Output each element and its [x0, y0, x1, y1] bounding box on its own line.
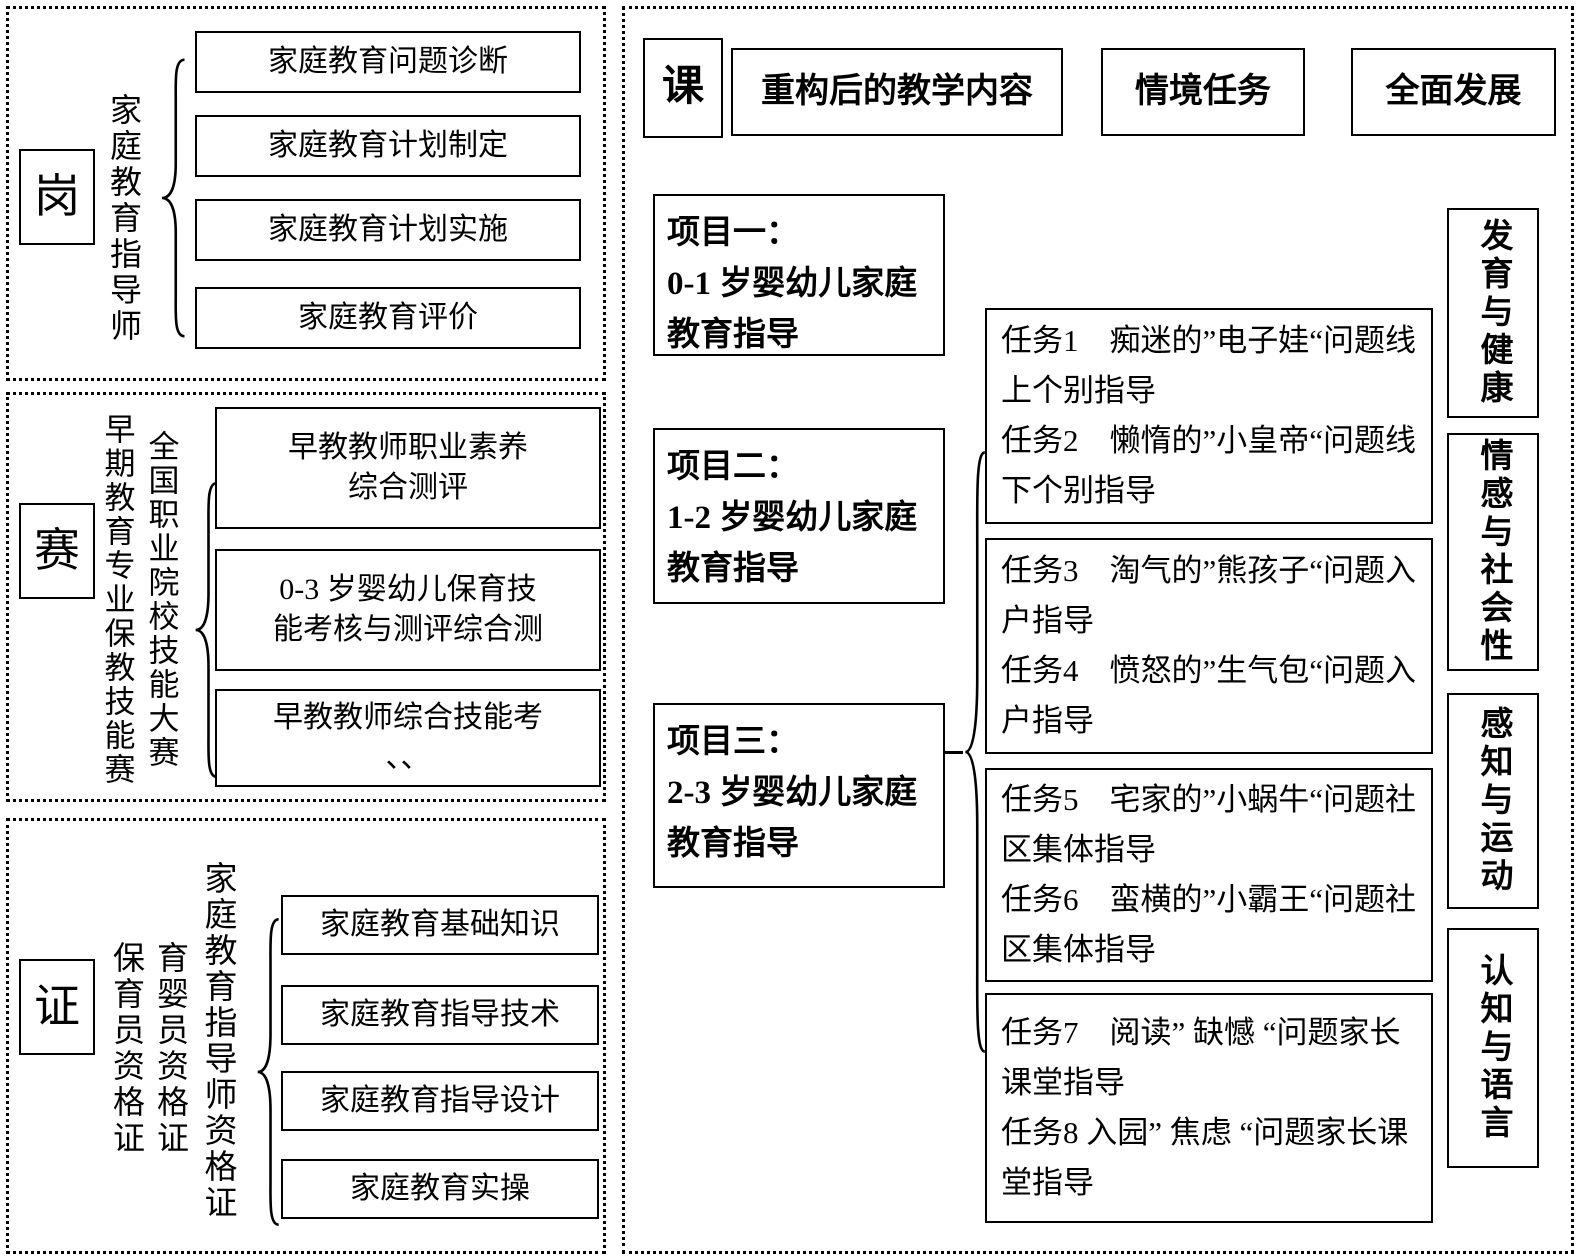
post-item: 家庭教育计划实施	[195, 199, 581, 261]
curly-brace	[961, 440, 987, 1064]
header-situational-tasks: 情境任务	[1101, 48, 1305, 136]
course-tag-box: 课	[643, 38, 723, 138]
category-emotion-social: 情感与社会性	[1447, 433, 1539, 671]
certificate-item: 家庭教育指导设计	[281, 1071, 599, 1131]
project-3-box: 项目三： 2-3 岁婴幼儿家庭教育指导	[653, 703, 945, 888]
curly-brace	[157, 54, 187, 342]
task-group-3: 任务5 宅家的”小蜗牛“问题社区集体指导 任务6 蛮横的”小霸王“问题社区集体指…	[985, 768, 1433, 982]
curly-brace	[253, 913, 281, 1231]
header-reconstructed-content: 重构后的教学内容	[731, 48, 1063, 136]
certificate-side-label-3: 家庭教育指导师资格证	[199, 861, 235, 1221]
certificate-item: 家庭教育实操	[281, 1159, 599, 1219]
competition-item: 0-3 岁婴幼儿保育技 能考核与测评综合测	[215, 549, 601, 671]
course-tag-label: 课	[661, 64, 704, 111]
post-item: 家庭教育计划制定	[195, 115, 581, 177]
competition-tag-box: 赛	[19, 503, 95, 599]
certificate-tag-box: 证	[19, 959, 95, 1055]
panel-competition: 赛 早期教育专业保教技能赛 全国职业院校技能大赛 早教教师职业素养 综合测评 0…	[6, 392, 606, 802]
certificate-item: 家庭教育指导技术	[281, 985, 599, 1045]
project-1-box: 项目一： 0-1 岁婴幼儿家庭教育指导	[653, 194, 945, 356]
project-2-box: 项目二： 1-2 岁婴幼儿家庭教育指导	[653, 428, 945, 604]
panel-post: 岗 家庭教育指导师 家庭教育问题诊断 家庭教育计划制定 家庭教育计划实施 家庭教…	[6, 6, 606, 381]
post-item: 家庭教育评价	[195, 287, 581, 349]
certificate-tag-label: 证	[34, 981, 80, 1032]
header-overall-development: 全面发展	[1351, 48, 1556, 136]
competition-item: 早教教师职业素养 综合测评	[215, 407, 601, 529]
certificate-item: 家庭教育基础知识	[281, 895, 599, 955]
competition-item: 早教教师综合技能考 、、	[215, 689, 601, 787]
post-item: 家庭教育问题诊断	[195, 31, 581, 93]
task-group-4: 任务7 阅读” 缺憾 “问题家长课堂指导 任务8 入园” 焦虑 “问题家长课堂指…	[985, 993, 1433, 1223]
post-side-label: 家庭教育指导师	[106, 93, 142, 345]
competition-tag-label: 赛	[34, 525, 80, 576]
panel-certificate: 证 保育员资格证 育婴员资格证 家庭教育指导师资格证 家庭教育基础知识 家庭教育…	[6, 818, 606, 1254]
task-group-2: 任务3 淘气的”熊孩子“问题入户指导 任务4 愤怒的”生气包“问题入户指导	[985, 538, 1433, 754]
competition-side-label-2: 全国职业院校技能大赛	[143, 430, 179, 770]
competition-side-label-1: 早期教育专业保教技能赛	[99, 413, 135, 787]
post-tag-label: 岗	[34, 171, 80, 222]
post-tag-box: 岗	[19, 149, 95, 245]
category-perception-movement: 感知与运动	[1447, 693, 1539, 909]
category-cognition-language: 认知与语言	[1447, 928, 1539, 1168]
curly-brace	[191, 477, 219, 783]
certificate-side-label-1: 保育员资格证	[109, 941, 145, 1157]
panel-course: 课 重构后的教学内容 情境任务 全面发展 项目一： 0-1 岁婴幼儿家庭教育指导…	[622, 6, 1574, 1254]
task-group-1: 任务1 痴迷的”电子娃“问题线上个别指导 任务2 懒惰的”小皇帝“问题线下个别指…	[985, 308, 1433, 524]
connector-line	[945, 751, 963, 754]
certificate-side-label-2: 育婴员资格证	[153, 941, 189, 1157]
category-development-health: 发育与健康	[1447, 208, 1539, 418]
